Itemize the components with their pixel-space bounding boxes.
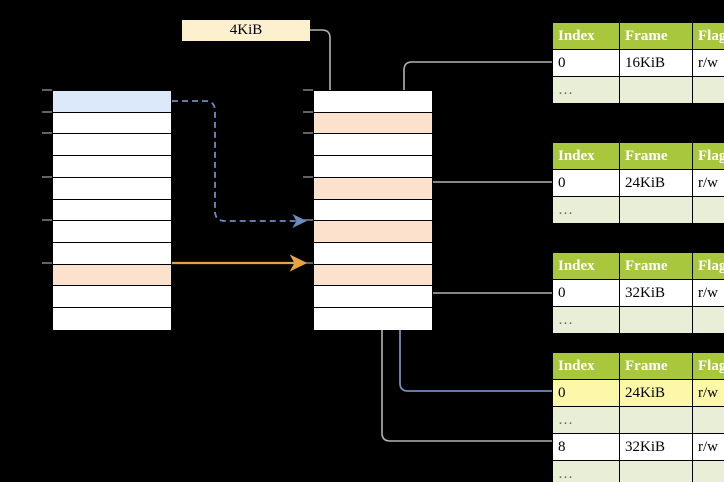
- column-header-frame: Frame: [619, 22, 693, 50]
- column-header-frame: Frame: [619, 142, 693, 170]
- cell-frame: 32KiB: [619, 433, 693, 461]
- pmem-frame-row-7: [314, 243, 432, 265]
- column-header-frame: Frame: [619, 352, 693, 380]
- table-row[interactable]: …: [552, 460, 724, 482]
- vaddr-block-row-1: [53, 112, 171, 135]
- cell-frame: [619, 460, 693, 482]
- page-table-2[interactable]: IndexFrameFlags024KiBr/w…: [552, 142, 724, 224]
- column-header-index: Index: [552, 352, 620, 380]
- cell-index: 8: [552, 433, 620, 461]
- middle-tick-marks: [303, 89, 313, 264]
- table-header-row: IndexFrameFlags: [552, 352, 724, 380]
- cell-index: …: [552, 196, 620, 224]
- pmem-frame-row-8: [314, 264, 432, 287]
- vaddr-block-row-5: [53, 199, 171, 222]
- page-table-4[interactable]: IndexFrameFlags024KiBr/w…832KiBr/w…: [552, 352, 724, 482]
- column-header-flags: Flags: [692, 22, 724, 50]
- column-header-index: Index: [552, 22, 620, 50]
- pmem-frame-row-1: [314, 112, 432, 135]
- cell-flags: r/w: [692, 169, 724, 197]
- cell-frame: [619, 306, 693, 334]
- vaddr-block-row-3: [53, 156, 171, 178]
- cell-flags: [692, 460, 724, 482]
- table-row[interactable]: …: [552, 406, 724, 434]
- cell-frame: [619, 406, 693, 434]
- cell-flags: [692, 406, 724, 434]
- cell-frame: [619, 196, 693, 224]
- left-tick-marks: [42, 89, 52, 264]
- column-header-frame: Frame: [619, 252, 693, 280]
- vaddr-block-row-8: [53, 264, 171, 287]
- pmem-frame-row-10: [314, 308, 432, 330]
- cell-index: …: [552, 76, 620, 104]
- column-header-flags: Flags: [692, 142, 724, 170]
- virtual-address-space-blocks: [52, 90, 172, 330]
- pmem-frame-row-0: [314, 91, 432, 113]
- cell-index: …: [552, 306, 620, 334]
- cell-flags: [692, 196, 724, 224]
- table-header-row: IndexFrameFlags: [552, 142, 724, 170]
- cell-index: 0: [552, 279, 620, 307]
- cell-flags: r/w: [692, 279, 724, 307]
- vaddr-block-row-2: [53, 134, 171, 157]
- column-header-flags: Flags: [692, 352, 724, 380]
- pmem-frame-row-5: [314, 199, 432, 222]
- table-row[interactable]: …: [552, 76, 724, 104]
- pmem-frame-row-9: [314, 286, 432, 309]
- pmem-frame-row-6: [314, 221, 432, 244]
- table-row[interactable]: …: [552, 306, 724, 334]
- cell-index: 0: [552, 49, 620, 77]
- vaddr-block-row-6: [53, 221, 171, 244]
- pmem-frame-row-3: [314, 156, 432, 178]
- pmem-frame-row-2: [314, 134, 432, 157]
- cell-flags: [692, 76, 724, 104]
- cell-index: 0: [552, 169, 620, 197]
- vaddr-block-row-0: [53, 91, 171, 113]
- cell-flags: [692, 306, 724, 334]
- cell-frame: 32KiB: [619, 279, 693, 307]
- table-header-row: IndexFrameFlags: [552, 252, 724, 280]
- column-header-index: Index: [552, 252, 620, 280]
- vaddr-block-row-4: [53, 177, 171, 200]
- column-header-flags: Flags: [692, 252, 724, 280]
- cell-index: …: [552, 406, 620, 434]
- page-table-3[interactable]: IndexFrameFlags032KiBr/w…: [552, 252, 724, 334]
- cell-frame: 24KiB: [619, 169, 693, 197]
- table-row[interactable]: …: [552, 196, 724, 224]
- cell-frame: [619, 76, 693, 104]
- cell-index: 0: [552, 379, 620, 407]
- page-table-1[interactable]: IndexFrameFlags016KiBr/w…: [552, 22, 724, 104]
- vaddr-block-row-9: [53, 286, 171, 309]
- cell-frame: 24KiB: [619, 379, 693, 407]
- cell-frame: 16KiB: [619, 49, 693, 77]
- size-label-4kib: 4KiB: [182, 20, 310, 41]
- vaddr-block-row-10: [53, 308, 171, 330]
- pmem-frame-row-4: [314, 177, 432, 200]
- cell-flags: r/w: [692, 379, 724, 407]
- cell-index: …: [552, 460, 620, 482]
- vaddr-block-row-7: [53, 243, 171, 265]
- cell-flags: r/w: [692, 49, 724, 77]
- table-header-row: IndexFrameFlags: [552, 22, 724, 50]
- column-header-index: Index: [552, 142, 620, 170]
- wire-vaddr-blue-dashed: [172, 100, 307, 229]
- cell-flags: r/w: [692, 433, 724, 461]
- physical-memory-blocks: [313, 90, 433, 330]
